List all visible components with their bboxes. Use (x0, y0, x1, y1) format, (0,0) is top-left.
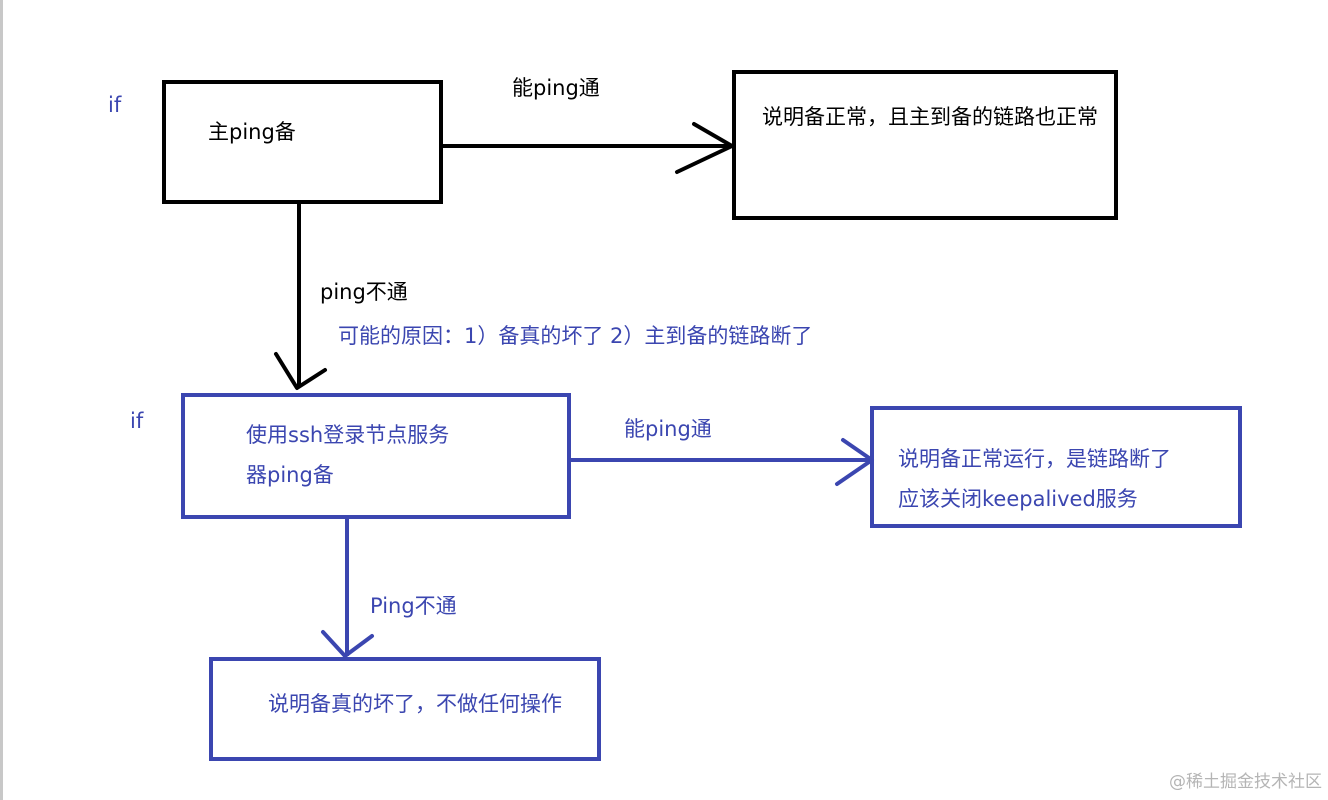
possible-reasons-text: 可能的原因：1）备真的坏了 2）主到备的链路断了 (338, 324, 813, 348)
result-box-backup-dead (209, 657, 601, 761)
no-arrow-head-1 (274, 352, 327, 390)
yes-edge-label-2: 能ping通 (624, 417, 712, 441)
watermark: @稀土掘金技术社区 (1169, 772, 1322, 792)
result-text-2-line1: 说明备正常运行，是链路断了 (898, 447, 1171, 471)
result-text-1: 说明备正常，且主到备的链路也正常 (762, 105, 1098, 129)
no-arrow-head-2 (321, 630, 374, 658)
left-edge-strip (0, 0, 3, 800)
if-label-2: if (130, 409, 144, 433)
result-text-2-line2: 应该关闭keepalived服务 (898, 487, 1138, 511)
yes-arrow-head-2 (835, 438, 874, 486)
decision-box-master-ping-backup (162, 80, 443, 204)
result-text-3: 说明备真的坏了，不做任何操作 (268, 692, 562, 716)
no-edge-label-2: Ping不通 (370, 594, 457, 618)
result-box-link-broken (870, 406, 1242, 528)
decision-text-2-line2: 器ping备 (246, 463, 334, 487)
yes-edge-label-1: 能ping通 (512, 76, 600, 100)
decision-text-2-line1: 使用ssh登录节点服务 (246, 423, 450, 447)
result-box-backup-and-link-ok (732, 70, 1118, 220)
yes-arrow-head-1 (675, 122, 734, 174)
if-label-1: if (108, 93, 122, 117)
decision-text-1: 主ping备 (208, 120, 296, 144)
no-edge-label-1: ping不通 (320, 280, 408, 304)
decision-box-ssh-ping-backup (181, 393, 571, 519)
